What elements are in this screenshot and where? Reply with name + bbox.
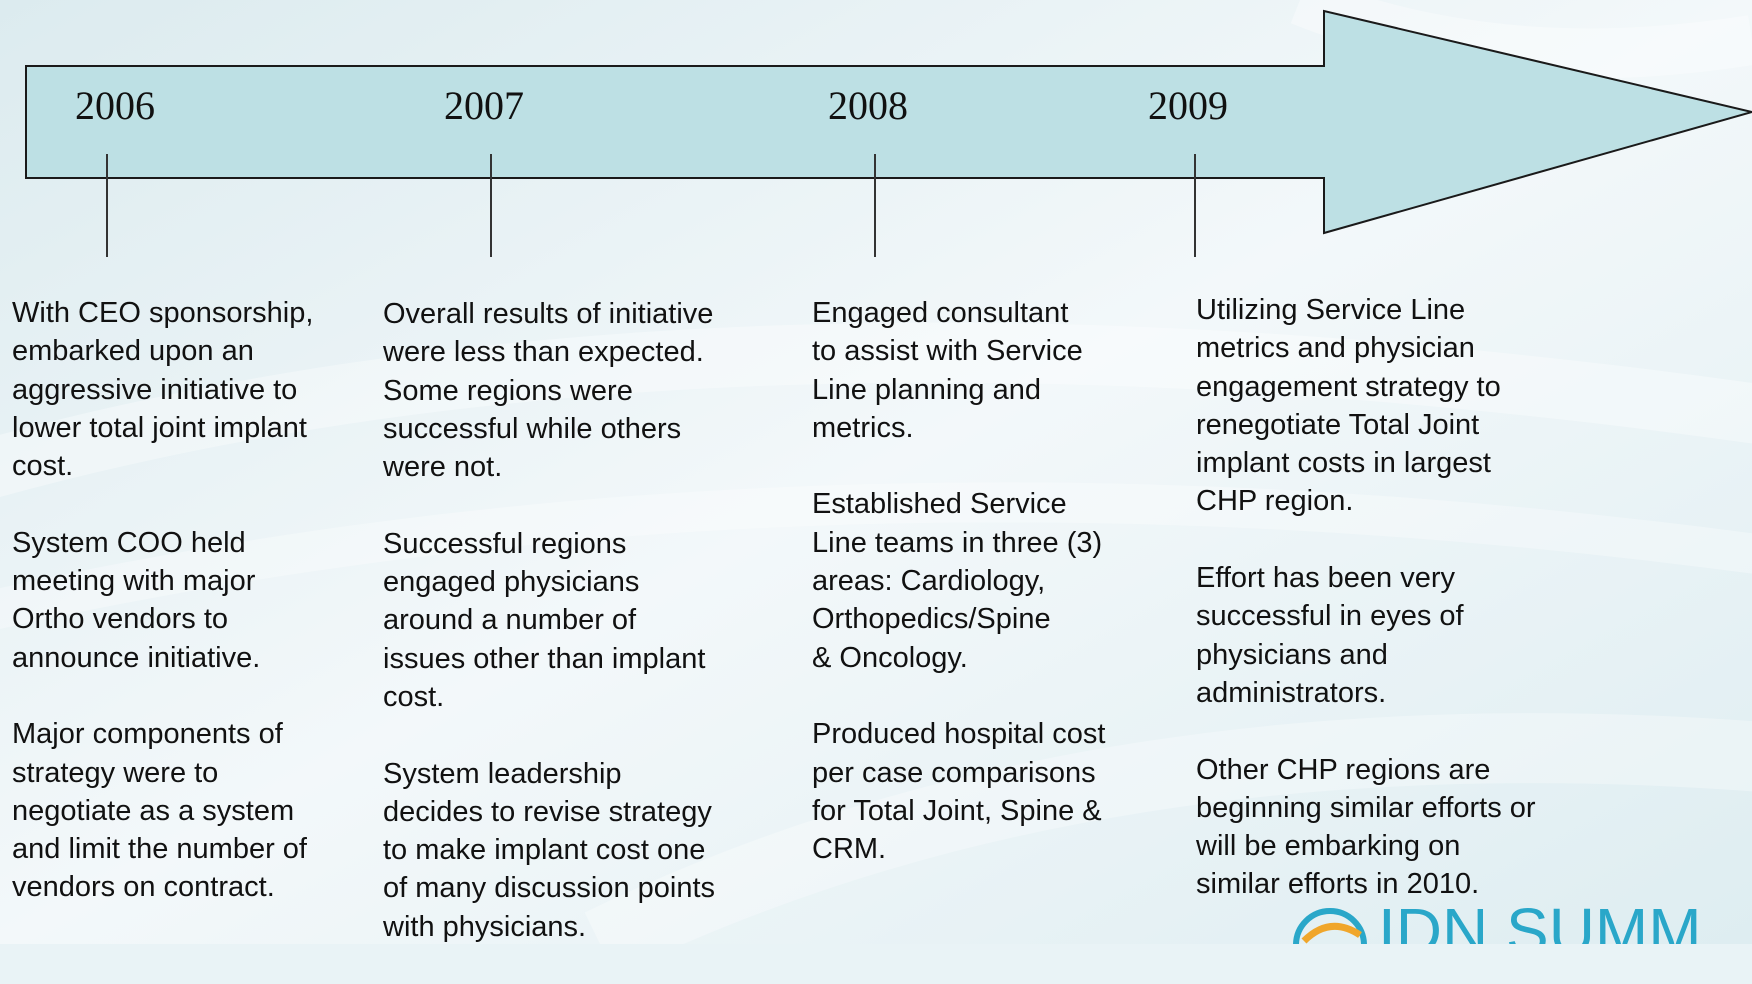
event-text: System leadership decides to revise stra… — [383, 757, 716, 943]
timeline-tick-2008 — [874, 154, 876, 257]
year-label-2007: 2007 — [444, 83, 524, 128]
event-text: Successful regions engaged physicians ar… — [383, 527, 706, 713]
event-text: Overall results of initiative were less … — [383, 298, 714, 484]
column-2009: Utilizing Service Line metrics and physi… — [1196, 291, 1596, 942]
event-text: Established Service Line teams in three … — [812, 488, 1103, 674]
event-text: Produced hospital cost per case comparis… — [812, 718, 1106, 866]
timeline-arrow — [25, 9, 1752, 235]
timeline-tick-2007 — [490, 154, 492, 257]
timeline-tick-2009 — [1194, 154, 1196, 257]
event-text: Engaged consultant to assist with Servic… — [812, 297, 1083, 444]
year-label-2009: 2009 — [1148, 83, 1228, 128]
year-label-2008: 2008 — [828, 83, 908, 128]
event-text: Other CHP regions are beginning similar … — [1196, 753, 1536, 901]
column-2006: With CEO sponsorship, embarked upon an a… — [12, 294, 372, 945]
timeline-tick-2006 — [106, 154, 108, 257]
event-text: Major components of strategy were to neg… — [12, 718, 307, 904]
column-2007: Overall results of initiative were less … — [383, 295, 768, 984]
column-2008: Engaged consultant to assist with Servic… — [812, 294, 1192, 907]
globe-swirl-icon — [1293, 908, 1367, 944]
event-text: With CEO sponsorship, embarked upon an a… — [12, 297, 314, 483]
year-label-2006: 2006 — [75, 83, 155, 128]
event-text: System COO held meeting with major Ortho… — [12, 526, 261, 674]
idn-summit-logo: IDN SUMM — [1293, 905, 1702, 944]
event-text: Effort has been very successful in eyes … — [1196, 562, 1464, 709]
timeline-arrow-shape — [25, 9, 1752, 235]
event-text: Utilizing Service Line metrics and physi… — [1196, 294, 1501, 518]
svg-text:IDN SUMM: IDN SUMM — [1378, 905, 1702, 944]
